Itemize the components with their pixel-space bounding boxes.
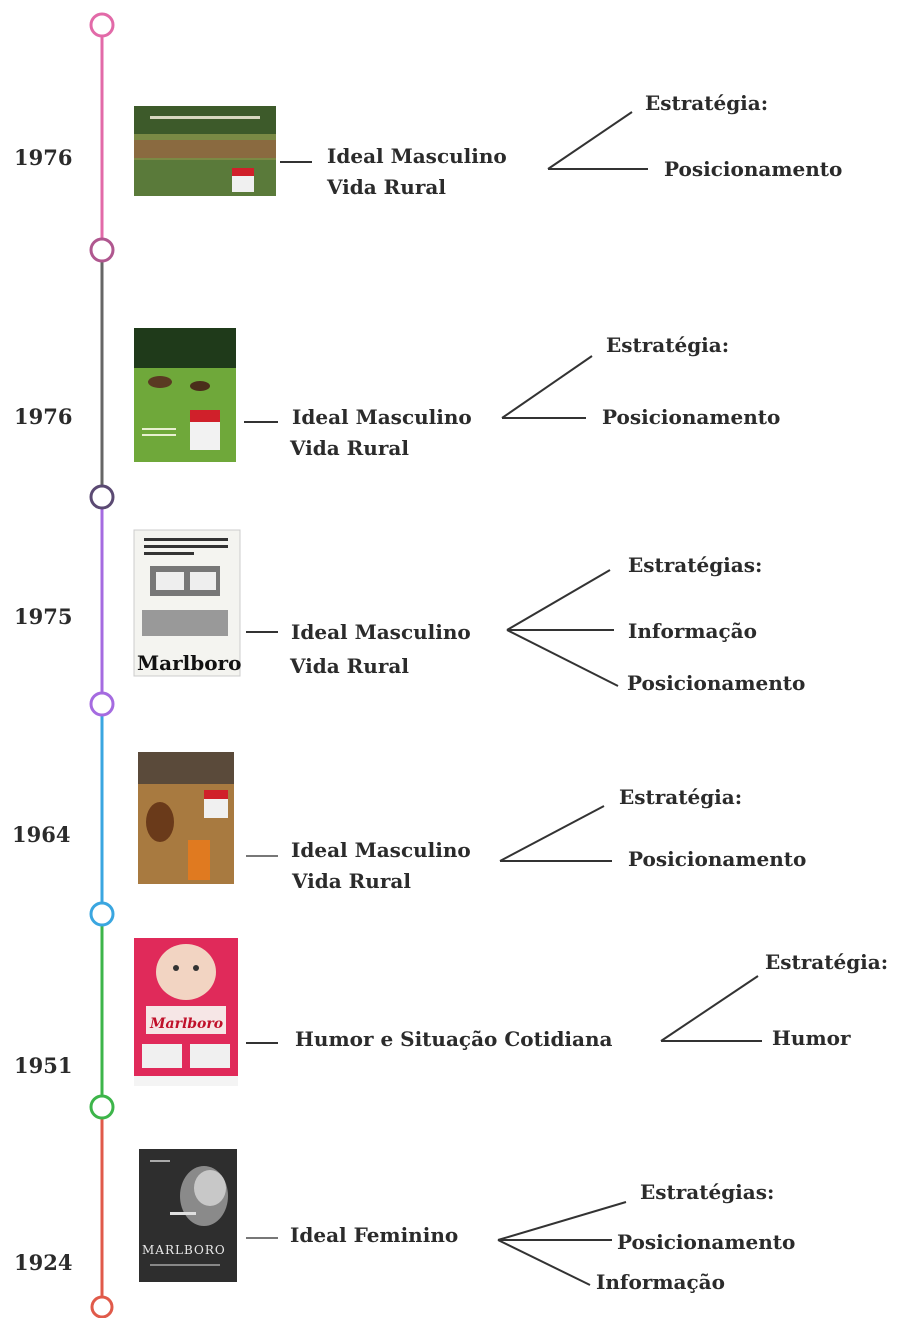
theme-label: Ideal Masculino (292, 405, 472, 429)
strategy-item: Posicionamento (627, 671, 805, 695)
theme-label: Vida Rural (289, 654, 409, 678)
timeline-node (90, 1295, 114, 1318)
strategy-title: Estratégia: (619, 785, 742, 809)
branch-line (501, 355, 593, 419)
timeline-node (89, 12, 115, 38)
theme-label: Ideal Masculino (291, 620, 471, 644)
thumbnail-brand-text: MARLBORO (142, 1243, 226, 1257)
strategy-title: Estratégia: (765, 950, 888, 974)
strategy-item: Informação (596, 1270, 725, 1294)
theme-label: Vida Rural (289, 436, 409, 460)
theme-label: Vida Rural (326, 175, 446, 199)
strategy-item: Posicionamento (602, 405, 780, 429)
thumbnail-brand-text: Marlboro (149, 1016, 223, 1032)
strategy-item: Informação (628, 619, 757, 643)
timeline-node (89, 484, 115, 510)
timeline-node (89, 691, 115, 717)
strategy-title: Estratégias: (640, 1180, 774, 1204)
year-label: 1964 (12, 822, 70, 847)
strategy-item: Posicionamento (628, 847, 806, 871)
thumbnail-brand-text: Marlboro (137, 651, 241, 675)
theme-label: Ideal Feminino (290, 1223, 458, 1247)
ad-thumbnail-baby-marlboro: Marlboro (134, 938, 238, 1086)
timeline-node (89, 901, 115, 927)
ad-thumbnail-marlboro-packs: Marlboro (133, 529, 241, 677)
branch-line (547, 111, 633, 170)
strategy-title: Estratégia: (606, 333, 729, 357)
branch-line (660, 975, 759, 1042)
branch-line (506, 569, 611, 631)
branch-line (506, 629, 619, 687)
ad-thumbnail-rural-horses (134, 106, 276, 196)
ad-thumbnail-cowboy-horse (138, 752, 234, 884)
theme-label: Vida Rural (291, 869, 411, 893)
ad-thumbnail-woman-smoking: MARLBORO (139, 1149, 237, 1282)
theme-label: Ideal Masculino (327, 144, 507, 168)
year-label: 1924 (14, 1250, 72, 1275)
year-label: 1975 (14, 604, 72, 629)
ad-thumbnail-green-field (134, 328, 236, 462)
strategy-item: Humor (772, 1026, 851, 1050)
branch-line (497, 1239, 591, 1286)
theme-label: Humor e Situação Cotidiana (295, 1027, 613, 1051)
strategy-item: Posicionamento (617, 1230, 795, 1254)
timeline-node (89, 237, 115, 263)
timeline-node (89, 1094, 115, 1120)
branch-line (499, 805, 605, 862)
year-label: 1976 (14, 145, 72, 170)
strategy-item: Posicionamento (664, 157, 842, 181)
year-label: 1976 (14, 404, 72, 429)
theme-label: Ideal Masculino (291, 838, 471, 862)
branch-line (497, 1201, 627, 1241)
strategy-title: Estratégia: (645, 91, 768, 115)
strategy-title: Estratégias: (628, 553, 762, 577)
year-label: 1951 (14, 1053, 72, 1078)
